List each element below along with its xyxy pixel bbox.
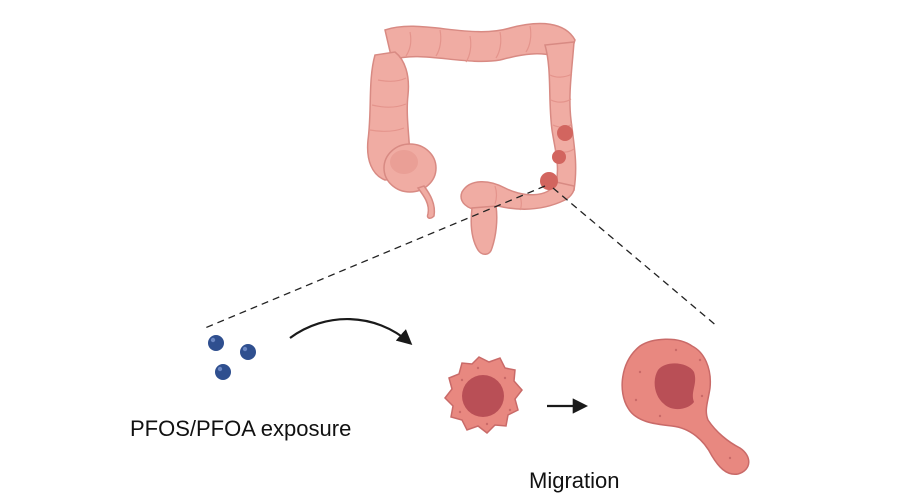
- zoom-line-right: [552, 187, 719, 328]
- pfas-molecule-icon: [208, 335, 256, 380]
- tumor-3: [540, 172, 558, 190]
- exposure-arrow: [289, 318, 413, 346]
- tumor-1: [557, 125, 573, 141]
- transverse-colon: [384, 22, 576, 64]
- sigmoid-colon: [460, 181, 575, 211]
- zoom-line-left: [204, 185, 546, 329]
- descending-colon: [544, 41, 577, 191]
- rectum: [470, 205, 498, 255]
- appendix: [416, 185, 436, 219]
- migrating-cell-icon: [621, 338, 750, 475]
- tumor-cell-icon: [444, 356, 523, 434]
- migration-label: Migration: [529, 468, 620, 493]
- colon-icon: [366, 22, 577, 255]
- tumor-2: [552, 150, 566, 164]
- exposure-label: PFOS/PFOA exposure: [130, 416, 352, 441]
